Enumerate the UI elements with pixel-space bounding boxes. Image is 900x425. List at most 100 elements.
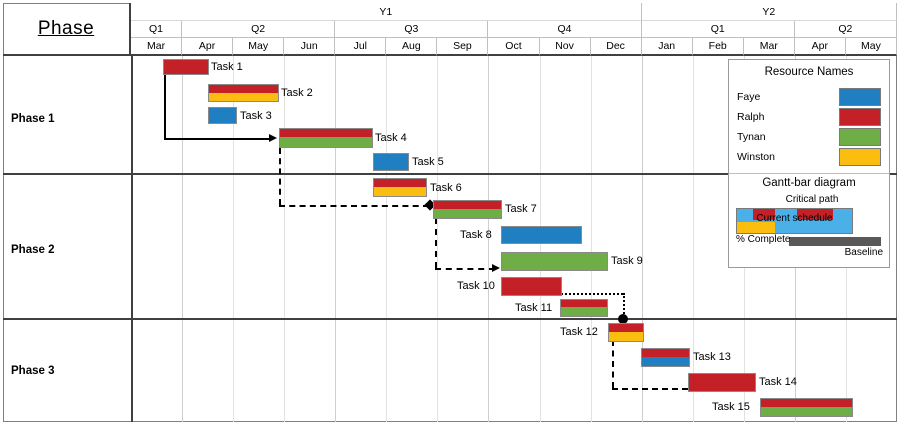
bar-segment-red	[609, 324, 643, 332]
bar-segment-yellow	[609, 331, 643, 341]
timeline-quarter-cell: Q4	[488, 21, 642, 38]
legend-resource-name: Tynan	[737, 131, 766, 143]
phase-column-divider	[131, 56, 133, 422]
task-bar[interactable]	[433, 200, 502, 219]
bar-segment-red	[642, 349, 689, 357]
bar-segment-green	[280, 137, 372, 147]
legend-resource-row: Ralph	[737, 108, 881, 128]
task-bar[interactable]	[279, 128, 373, 148]
bar-segment-red	[374, 179, 426, 187]
timeline-month-cell: Jan	[641, 38, 693, 56]
bar-segment-yellow	[209, 93, 278, 101]
gridline	[488, 56, 489, 422]
timeline-month-cell: Nov	[539, 38, 591, 56]
timeline-month-cell: Mar	[743, 38, 795, 56]
timeline-month-cell: Jun	[284, 38, 336, 56]
gridline	[182, 56, 183, 422]
dependency-line	[561, 293, 623, 295]
legend-resource-name: Winston	[737, 151, 775, 163]
dependency-milestone-marker	[618, 314, 628, 324]
timeline-year-cell: Y1	[131, 3, 642, 21]
task-bar[interactable]	[501, 277, 562, 296]
legend-subtitle: Gantt-bar diagram	[762, 177, 856, 189]
legend-resource-name: Ralph	[737, 111, 765, 123]
bar-segment-red	[209, 85, 278, 93]
timeline-quarter-cell: Q2	[794, 21, 897, 38]
task-bar[interactable]	[688, 373, 756, 392]
dependency-line	[164, 74, 166, 138]
phase-label-1: Phase 1	[11, 113, 55, 125]
task-label: Task 15	[712, 401, 750, 413]
timeline-month-cell: Sep	[437, 38, 489, 56]
timeline-quarter-cell: Q2	[182, 21, 336, 38]
legend-resource-swatch	[839, 88, 881, 106]
bar-segment-red	[761, 399, 852, 407]
legend-critical-segment	[753, 209, 775, 220]
gridline	[591, 56, 592, 422]
dependency-line	[164, 138, 272, 140]
timeline-month-cell: Mar	[131, 38, 183, 56]
legend-schedule-bar	[736, 208, 853, 234]
gridline	[693, 56, 694, 422]
bar-segment-yellow	[374, 186, 426, 196]
bar-segment-green	[434, 208, 501, 218]
gridline	[642, 56, 643, 422]
phase-label-3: Phase 3	[11, 365, 55, 377]
timeline-quarter-cell: Q1	[641, 21, 795, 38]
page-title: Phase	[37, 17, 95, 39]
legend-resource-swatch	[839, 128, 881, 146]
bar-segment-red	[689, 374, 755, 391]
dependency-line	[623, 293, 625, 321]
timeline-month-cell: Dec	[590, 38, 642, 56]
task-bar[interactable]	[760, 398, 853, 417]
task-bar[interactable]	[501, 226, 582, 244]
task-label: Task 1	[211, 61, 243, 73]
legend-percent-complete-segment	[737, 222, 775, 233]
timeline-month-cell: Apr	[794, 38, 846, 56]
timeline-quarter-cell: Q1	[131, 21, 183, 38]
bar-segment-red	[561, 300, 607, 308]
task-label: Task 3	[240, 110, 272, 122]
task-label: Task 4	[375, 132, 407, 144]
task-bar[interactable]	[163, 59, 209, 75]
timeline-month-cell: Oct	[488, 38, 540, 56]
task-label: Task 5	[412, 156, 444, 168]
phase-row	[3, 56, 897, 175]
task-bar[interactable]	[208, 107, 237, 124]
phase-row	[3, 175, 897, 320]
dependency-line	[279, 205, 429, 207]
bar-segment-blue	[209, 108, 236, 123]
task-bar[interactable]	[501, 252, 608, 271]
task-label: Task 12	[560, 326, 598, 338]
legend-resource-name: Faye	[737, 91, 761, 103]
gridline	[437, 56, 438, 422]
bar-segment-red	[434, 201, 501, 209]
timeline-month-cell: Feb	[692, 38, 744, 56]
task-bar[interactable]	[641, 348, 690, 367]
task-label: Task 13	[693, 351, 731, 363]
bar-segment-green	[761, 406, 852, 416]
timeline-month-cell: Apr	[182, 38, 234, 56]
bar-segment-red	[164, 60, 208, 74]
dependency-arrow	[269, 133, 277, 142]
legend-resource-row: Winston	[737, 148, 881, 168]
legend-baseline-bar	[789, 237, 881, 246]
task-bar[interactable]	[373, 178, 427, 197]
task-bar[interactable]	[373, 153, 409, 171]
task-label: Task 9	[611, 255, 643, 267]
legend-divider	[729, 173, 889, 174]
dependency-line	[612, 388, 688, 390]
task-bar[interactable]	[208, 84, 279, 102]
task-bar[interactable]	[560, 299, 608, 317]
legend-resource-swatch	[839, 108, 881, 126]
task-bar[interactable]	[608, 323, 644, 342]
phase-label-2: Phase 2	[11, 244, 55, 256]
timeline-month-cell: Aug	[386, 38, 438, 56]
gridline	[386, 56, 387, 422]
bar-segment-blue	[502, 227, 581, 243]
timeline-month-cell: May	[233, 38, 285, 56]
task-label: Task 2	[281, 87, 313, 99]
legend-percent-complete-label: % Complete	[736, 234, 791, 245]
